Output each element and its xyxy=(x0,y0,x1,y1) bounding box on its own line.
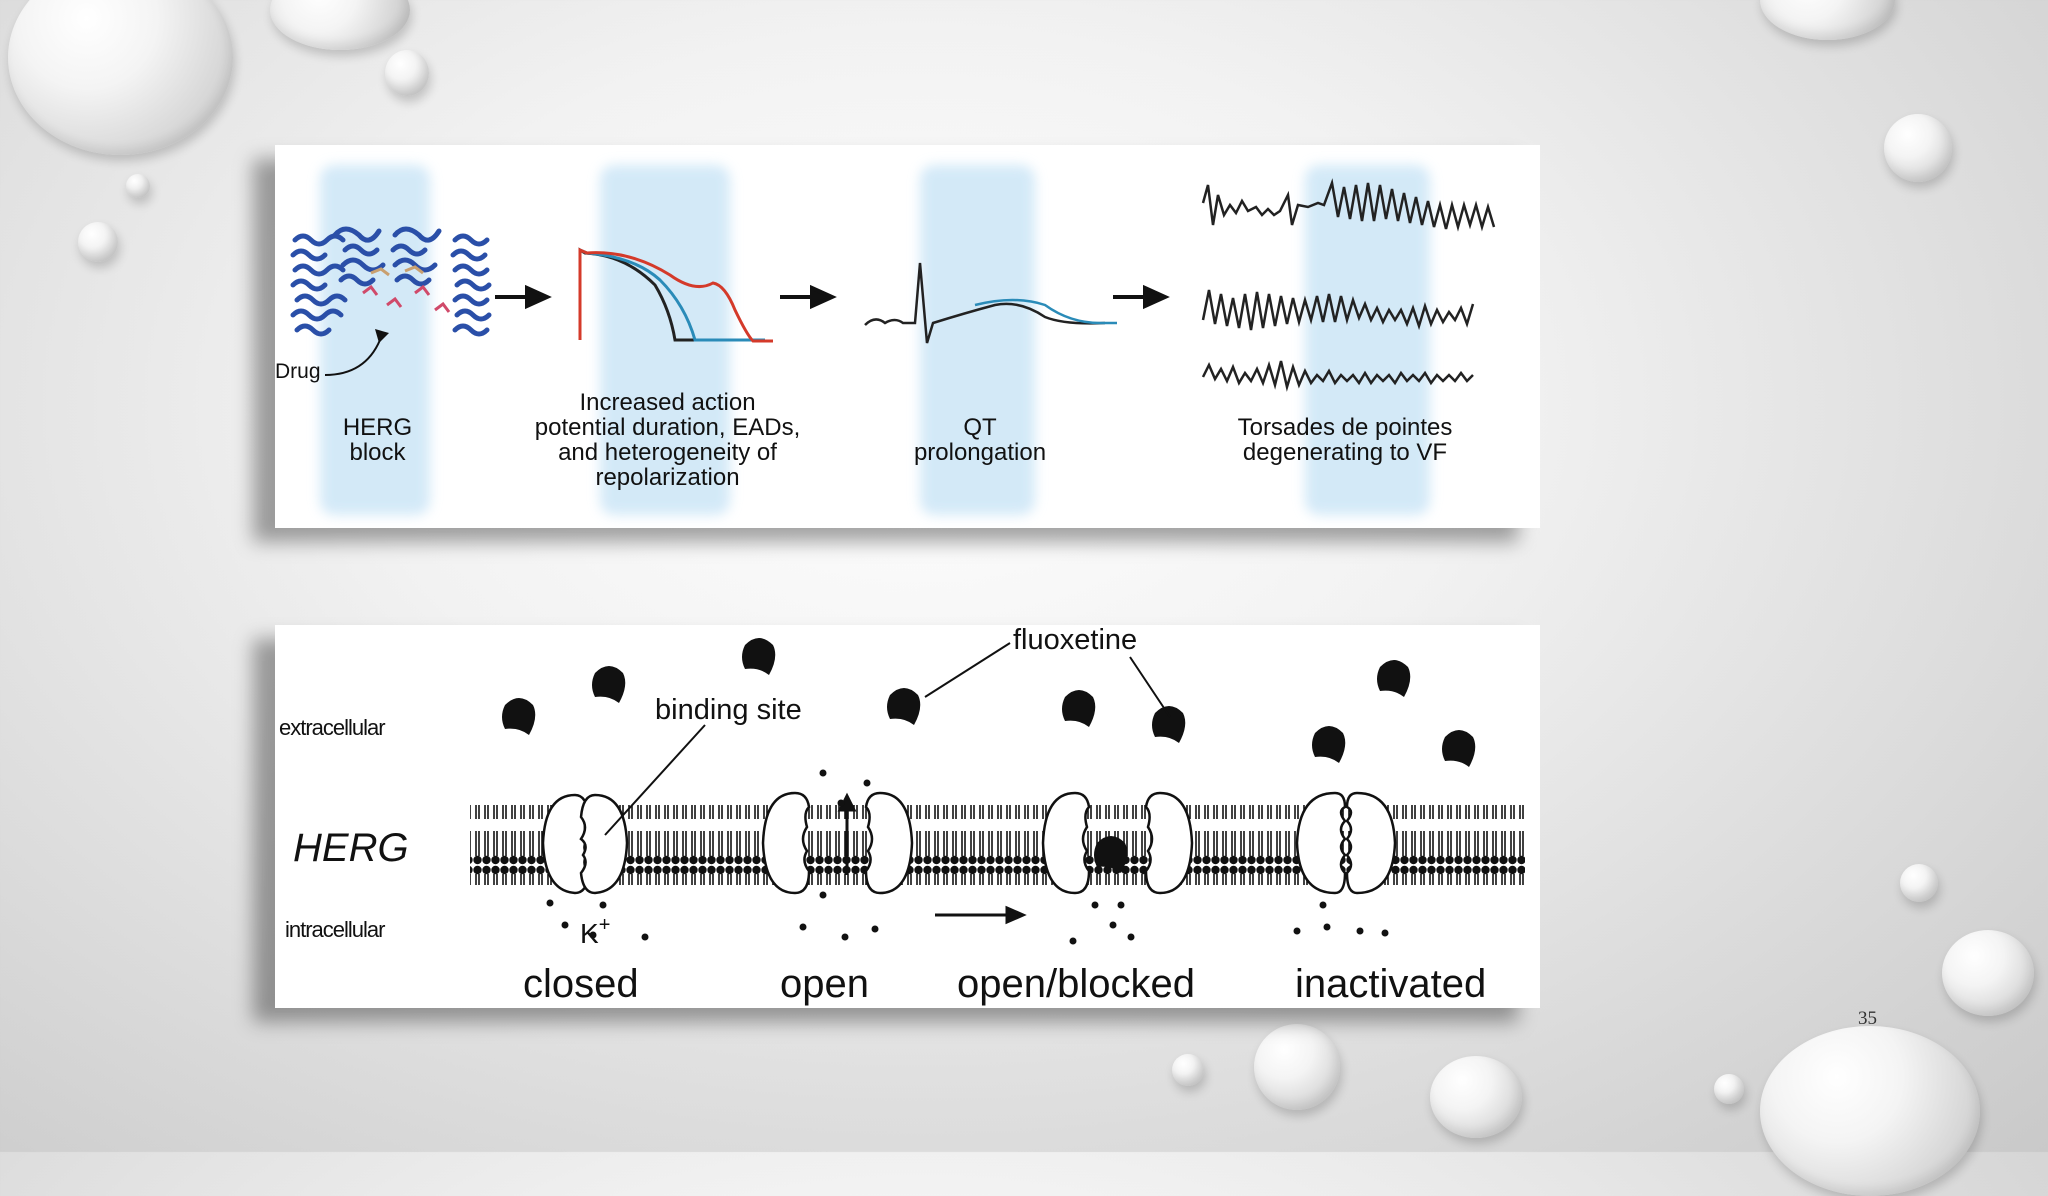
flow-arrow xyxy=(495,284,552,310)
water-drop xyxy=(1900,864,1938,902)
state-label-inactivated: inactivated xyxy=(1295,962,1486,1006)
binding-site-label: binding site xyxy=(655,694,802,726)
channel-open xyxy=(761,791,914,895)
flow-arrow xyxy=(1113,284,1170,310)
label-pointer-lines xyxy=(604,642,1171,836)
caption-line: Increased action xyxy=(579,389,756,416)
water-drop xyxy=(78,222,118,262)
channel-open-blocked xyxy=(1041,791,1194,895)
water-drop xyxy=(270,0,410,50)
caption-line: prolongation xyxy=(913,439,1047,466)
water-drop xyxy=(1430,1056,1522,1138)
potassium-ions xyxy=(546,769,1389,945)
water-drop xyxy=(1714,1074,1744,1104)
flow-arrow xyxy=(780,284,837,310)
herg-label: HERG xyxy=(293,826,409,870)
caption-qt: QT prolongation xyxy=(880,415,1080,465)
torsades-waveform xyxy=(1201,178,1496,392)
water-drop xyxy=(126,174,150,198)
herg-channel-structure xyxy=(290,226,492,337)
caption-line: HERG xyxy=(342,414,413,441)
highlight-column xyxy=(920,165,1035,515)
caption-apd: Increased action potential duration, EAD… xyxy=(485,390,850,490)
caption-tdp: Torsades de pointes degenerating to VF xyxy=(1195,415,1495,465)
drug-pointer-arrowhead xyxy=(375,329,389,343)
caption-line: and heterogeneity of xyxy=(558,439,777,466)
drug-label: Drug xyxy=(275,360,321,383)
herg-pathway-figure: Drug HERG block xyxy=(275,145,1540,528)
caption-line: Torsades de pointes xyxy=(1237,414,1453,441)
caption-line: block xyxy=(349,439,406,466)
fluoxetine-label: fluoxetine xyxy=(1013,625,1137,656)
extracellular-label: extracellular xyxy=(279,715,385,740)
caption-line: QT xyxy=(963,414,997,441)
channel-closed xyxy=(541,793,629,895)
water-drop xyxy=(385,50,429,96)
water-drop xyxy=(1884,114,1952,182)
slide-number: 35 xyxy=(1858,1008,1877,1029)
drug-molecule xyxy=(370,265,424,277)
highlight-column xyxy=(1305,165,1430,515)
state-label-open: open xyxy=(780,962,869,1006)
potassium-ion-label: K+ xyxy=(580,914,610,949)
water-drop xyxy=(1760,0,1895,40)
herg-pathway-figure-graphic: Drug xyxy=(275,165,1496,515)
caption-line: degenerating to VF xyxy=(1242,439,1448,466)
water-drop xyxy=(1760,1026,1980,1196)
drug-pointer-arrow xyxy=(324,339,381,376)
herg-states-figure: extracellular intracellular HERG fluoxet… xyxy=(275,625,1540,1008)
ecg-qt-trace xyxy=(864,262,1117,344)
transition-arrow xyxy=(935,905,1027,925)
water-drop xyxy=(8,0,233,155)
highlight-column xyxy=(320,165,430,515)
channel-inactivated xyxy=(1295,791,1397,895)
herg-states-figure-graphic: extracellular intracellular HERG fluoxet… xyxy=(279,625,1525,1006)
action-potential-trace xyxy=(578,247,773,343)
caption-herg-block: HERG block xyxy=(315,415,440,465)
water-drop xyxy=(1172,1054,1204,1086)
highlight-column xyxy=(600,165,730,515)
caption-line: potential duration, EADs, xyxy=(534,414,801,441)
fluoxetine-molecule xyxy=(502,638,1476,873)
water-drop xyxy=(1254,1024,1340,1110)
drug-molecule xyxy=(362,284,451,313)
caption-line: repolarization xyxy=(595,464,740,491)
state-label-open-blocked: open/blocked xyxy=(957,962,1195,1006)
state-label-closed: closed xyxy=(523,962,639,1006)
intracellular-label: intracellular xyxy=(285,917,385,942)
water-drop xyxy=(1942,930,2034,1016)
